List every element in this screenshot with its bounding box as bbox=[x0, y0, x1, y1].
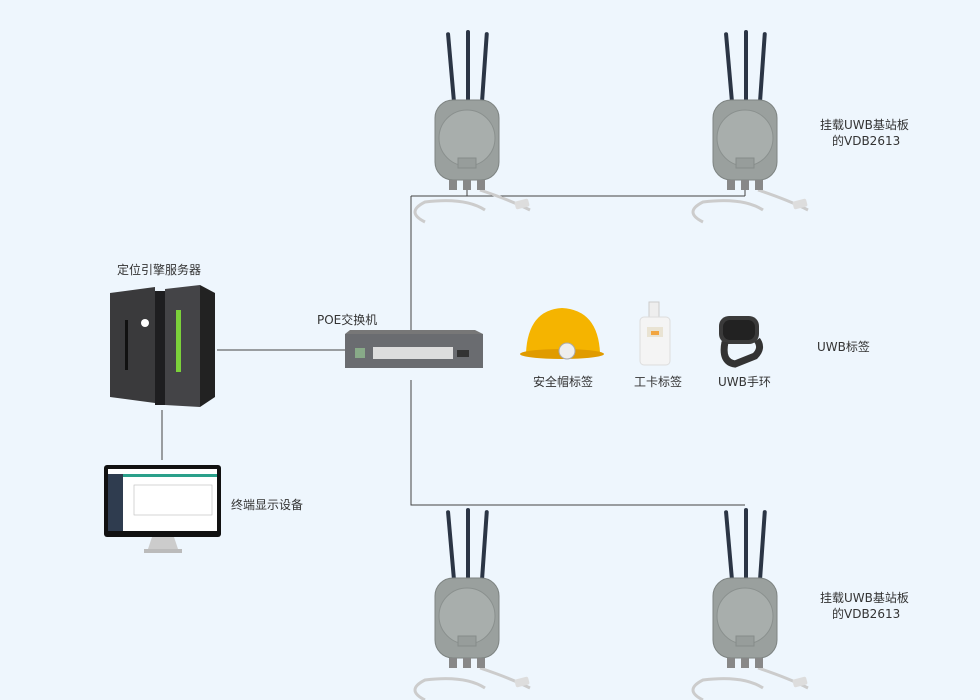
base-top-label-1: 挂载UWB基站板 bbox=[820, 118, 909, 132]
server-label: 定位引擎服务器 bbox=[117, 263, 202, 277]
server-led bbox=[176, 310, 181, 372]
base-top-label-2: 的VDB2613 bbox=[832, 134, 901, 148]
base-bottom-label-1: 挂载UWB基站板 bbox=[820, 591, 909, 605]
base-station-top-2 bbox=[691, 28, 810, 224]
wristband-label: UWB手环 bbox=[718, 375, 771, 389]
switch-label: POE交换机 bbox=[317, 313, 378, 327]
card-tag-image bbox=[639, 301, 671, 366]
display-monitor-image bbox=[104, 465, 221, 553]
base-station-top-1 bbox=[413, 28, 532, 224]
switch-to-bottom-line bbox=[410, 380, 745, 506]
poe-switch-image bbox=[345, 330, 483, 368]
display-label: 终端显示设备 bbox=[231, 498, 304, 512]
card-tag-label: 工卡标签 bbox=[634, 375, 683, 389]
uwb-tags-label: UWB标签 bbox=[817, 340, 870, 354]
base-station-bottom-2 bbox=[691, 506, 810, 700]
helmet-tag-label: 安全帽标签 bbox=[533, 375, 594, 389]
base-station-bottom-1 bbox=[413, 506, 532, 700]
helmet-tag-image bbox=[520, 308, 604, 360]
base-bottom-label-2: 的VDB2613 bbox=[832, 607, 901, 621]
server-image bbox=[110, 285, 215, 407]
wristband-image bbox=[719, 316, 764, 368]
